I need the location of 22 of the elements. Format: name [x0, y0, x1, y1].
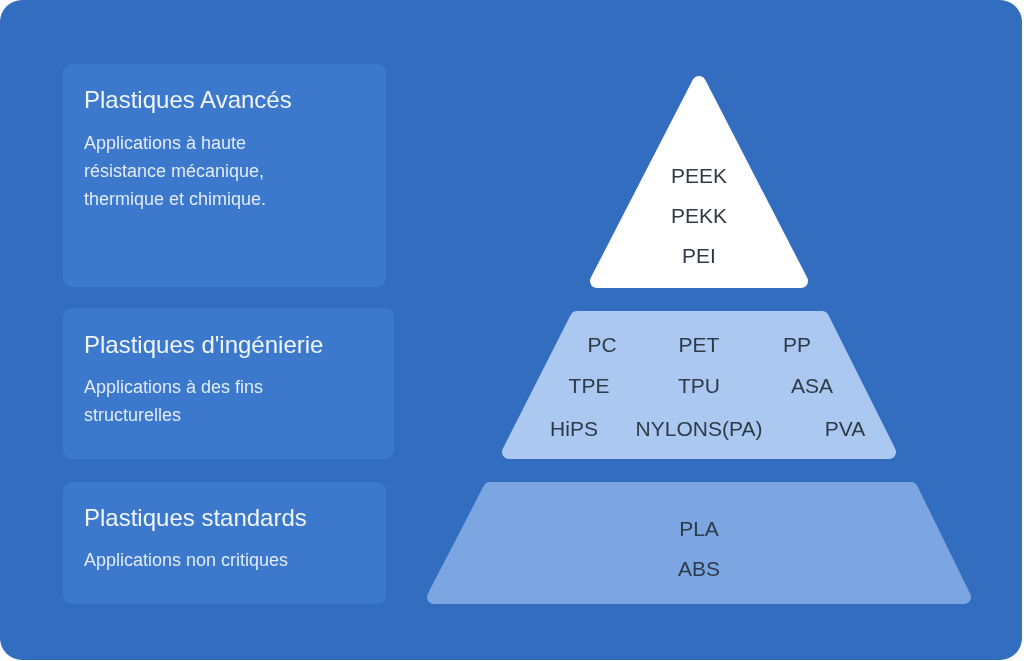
card-description: Applications à haute résistance mécanique, thermique et chimique. [84, 132, 268, 211]
material-label: PC [587, 333, 617, 357]
material-label: PEKK [671, 204, 727, 228]
material-label: PET [678, 333, 720, 357]
card-heading: Plastiques standards [84, 504, 307, 532]
pyramid-tier [427, 482, 971, 604]
material-label: PP [783, 333, 811, 357]
material-label: PEI [682, 244, 716, 268]
card-heading: Plastiques d'ingénierie [84, 331, 324, 359]
material-label: TPU [678, 374, 720, 398]
material-label: PLA [679, 517, 719, 541]
material-label: PVA [824, 417, 866, 441]
pyramid-top-triangle [590, 76, 808, 288]
material-label: ABS [678, 557, 720, 581]
material-label: PEEK [671, 164, 727, 188]
card-description: Applications à des fins structurelles [84, 376, 265, 427]
card-heading: Plastiques Avancés [84, 86, 292, 114]
card-description: Applications non critiques [84, 549, 290, 572]
material-label: TPE [568, 374, 610, 398]
material-label: NYLONS(PA) [635, 417, 763, 441]
material-label: HiPS [550, 417, 598, 441]
material-label: ASA [791, 374, 833, 398]
